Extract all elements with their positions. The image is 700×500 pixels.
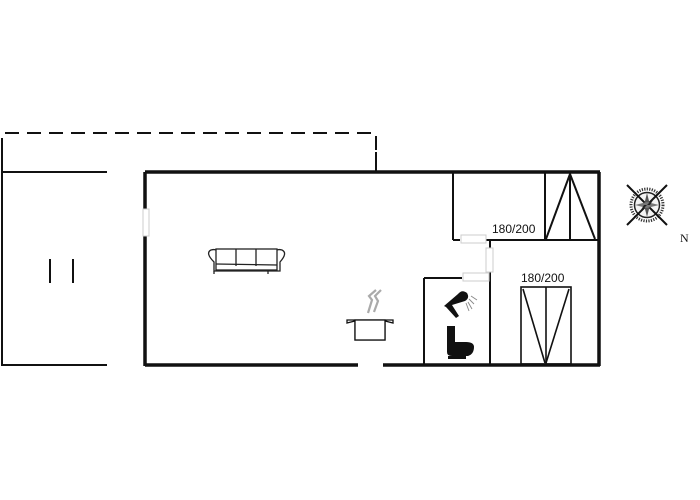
wardrobe-icon xyxy=(544,172,596,240)
interior-walls xyxy=(423,172,599,366)
door-bedroom-2 xyxy=(485,247,494,273)
bed-size-label-bedroom-2: 180/200 xyxy=(521,271,565,285)
cooking-pot-icon xyxy=(346,289,394,341)
compass-rose-icon xyxy=(626,184,668,226)
roof-overhang-outline xyxy=(1,132,377,172)
toilet-icon xyxy=(447,326,474,359)
main-house-walls xyxy=(143,170,601,367)
shower-icon xyxy=(444,291,478,318)
compass-north-label: N xyxy=(680,231,689,245)
door-bedroom-1 xyxy=(460,234,487,244)
door-entrance-side xyxy=(142,208,150,237)
bed-icon xyxy=(520,286,572,365)
outbuilding xyxy=(1,171,107,366)
door-bathroom xyxy=(462,272,490,282)
bed-size-label-bedroom-1: 180/200 xyxy=(492,222,536,236)
sofa-icon xyxy=(207,248,286,274)
door-openings xyxy=(142,208,494,282)
